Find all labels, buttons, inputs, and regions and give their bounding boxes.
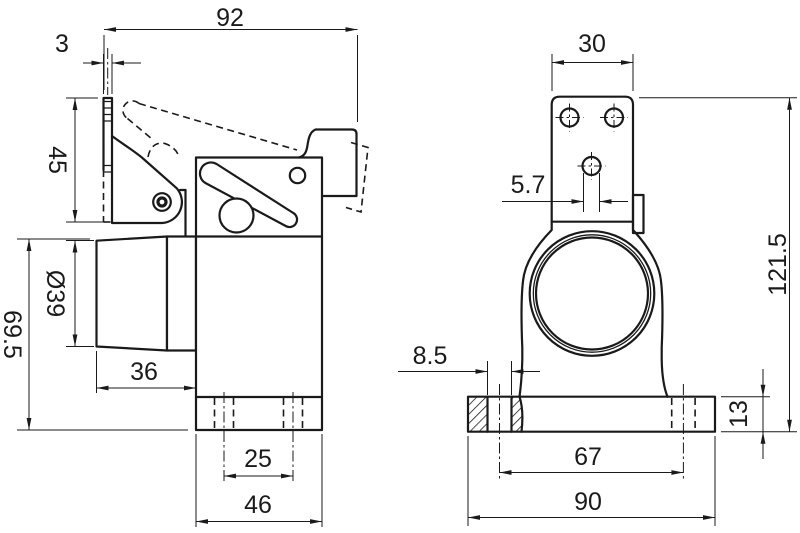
dim-pad-thickness-label: 3 <box>55 30 69 58</box>
dim-knob-diameter-label: Ø39 <box>41 270 69 317</box>
top-bracket <box>550 95 645 235</box>
open-position-hidden-outline <box>122 100 369 214</box>
dim-pad-height-label: 45 <box>43 146 71 174</box>
dim-slot-width-label: 8.5 <box>413 342 448 370</box>
tube-bore-ring <box>532 234 652 353</box>
pillar-body <box>518 220 669 433</box>
front-view: 30 5.7 8.5 121.5 13 67 <box>398 30 797 526</box>
base-hidden-holes <box>213 392 304 482</box>
dim-overall-height-label: 69.5 <box>0 310 26 359</box>
dim-bracket-width-label: 30 <box>578 30 606 58</box>
dim-flange-width-label: 90 <box>574 488 602 516</box>
jaw-block <box>297 128 358 198</box>
base-flange <box>466 384 717 480</box>
side-tab <box>631 193 645 235</box>
section-hatch-left <box>468 396 488 432</box>
dim-total-height-label: 121.5 <box>764 233 792 296</box>
pivot-bracket <box>110 134 187 238</box>
section-hatch-right <box>511 396 523 432</box>
dim-center-hole-label: 5.7 <box>511 171 546 199</box>
dim-base-thickness-label: 13 <box>725 400 753 428</box>
pad-plate <box>102 48 114 223</box>
front-view-dimensions: 30 5.7 8.5 121.5 13 67 <box>398 30 797 526</box>
dim-slot-spacing-label: 67 <box>574 443 602 471</box>
tube-bore-outer <box>528 230 656 357</box>
pivot-rivet <box>156 196 168 208</box>
dim-knob-length-label: 36 <box>130 358 158 386</box>
dim-base-hole-spacing-label: 25 <box>244 445 272 473</box>
tube-bore-inner <box>534 236 650 351</box>
cam-lever <box>198 161 307 234</box>
dim-overall-width-label: 92 <box>216 4 244 32</box>
dim-base-width-label: 46 <box>244 491 272 519</box>
side-view: 92 3 45 Ø39 69.5 36 <box>0 4 369 527</box>
clamp-knob <box>95 235 198 352</box>
side-view-dimensions: 92 3 45 Ø39 69.5 36 <box>0 4 358 527</box>
